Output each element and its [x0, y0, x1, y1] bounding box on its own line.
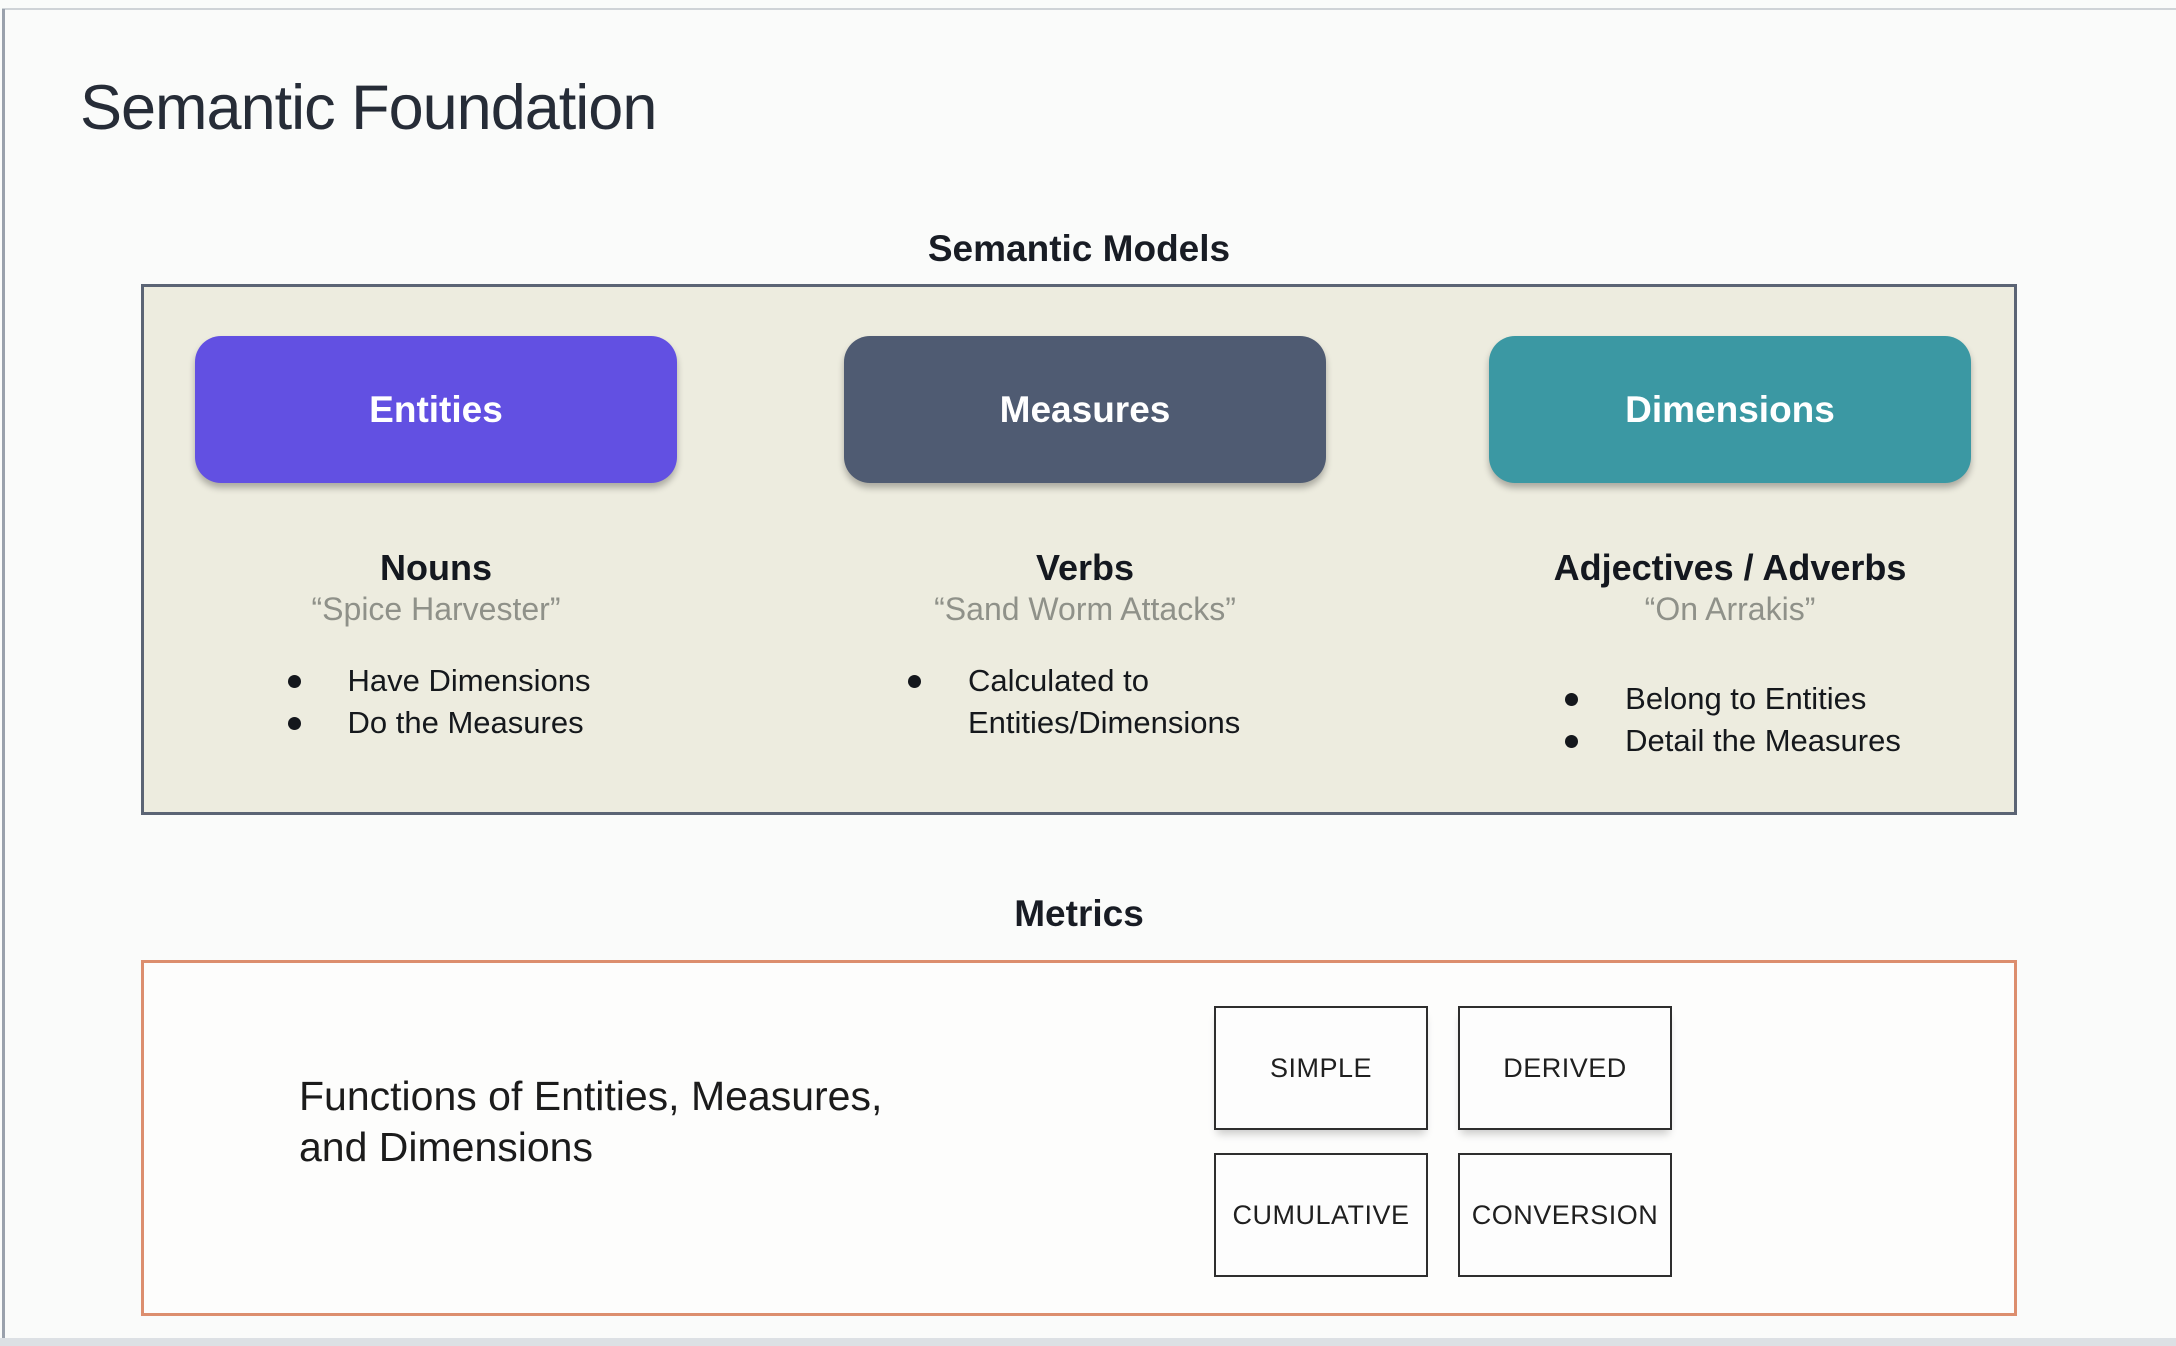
slide-title: Semantic Foundation	[80, 73, 657, 143]
entities-pill: Entities	[195, 336, 677, 483]
metric-type-cumulative: CUMULATIVE	[1214, 1153, 1428, 1277]
metric-type-derived: DERIVED	[1458, 1006, 1672, 1130]
entities-bullet-list: Have Dimensions Do the Measures	[282, 660, 591, 744]
window-left-border	[2, 9, 5, 1346]
entities-column: Nouns “Spice Harvester” Have Dimensions …	[156, 548, 716, 744]
dimensions-bullet-list: Belong to Entities Detail the Measures	[1559, 678, 1901, 762]
measures-example-quote: “Sand Worm Attacks”	[934, 591, 1236, 627]
dimensions-role-heading: Adjectives / Adverbs	[1553, 547, 1907, 588]
metric-type-simple: SIMPLE	[1214, 1006, 1428, 1130]
measures-pill: Measures	[844, 336, 1326, 483]
measures-column: Verbs “Sand Worm Attacks” Calculated to …	[805, 548, 1365, 744]
dimensions-pill: Dimensions	[1489, 336, 1971, 483]
measures-bullet-list: Calculated to Entities/Dimensions	[902, 660, 1268, 744]
measures-role-heading: Verbs	[1035, 547, 1135, 588]
dimensions-example-quote: “On Arrakis”	[1644, 591, 1816, 627]
bullet-item: Calculated to Entities/Dimensions	[902, 660, 1268, 744]
bullet-item: Have Dimensions	[282, 660, 590, 702]
metric-type-conversion: CONVERSION	[1458, 1153, 1672, 1277]
semantic-models-heading: Semantic Models	[927, 228, 1231, 269]
dimensions-column: Adjectives / Adverbs “On Arrakis” Belong…	[1450, 548, 2010, 762]
bullet-item: Belong to Entities	[1559, 678, 1901, 720]
entities-example-quote: “Spice Harvester”	[311, 591, 561, 627]
bullet-item: Do the Measures	[282, 702, 591, 744]
metrics-description: Functions of Entities, Measures, and Dim…	[299, 1073, 883, 1170]
window-bottom-strip	[0, 1338, 2176, 1346]
metrics-heading: Metrics	[1014, 893, 1144, 934]
bullet-item: Detail the Measures	[1559, 720, 1901, 762]
metrics-panel: Functions of Entities, Measures, and Dim…	[141, 960, 2017, 1316]
semantic-models-panel: Entities Measures Dimensions Nouns “Spic…	[141, 284, 2017, 815]
window-top-border	[2, 8, 2176, 10]
entities-role-heading: Nouns	[380, 547, 492, 588]
